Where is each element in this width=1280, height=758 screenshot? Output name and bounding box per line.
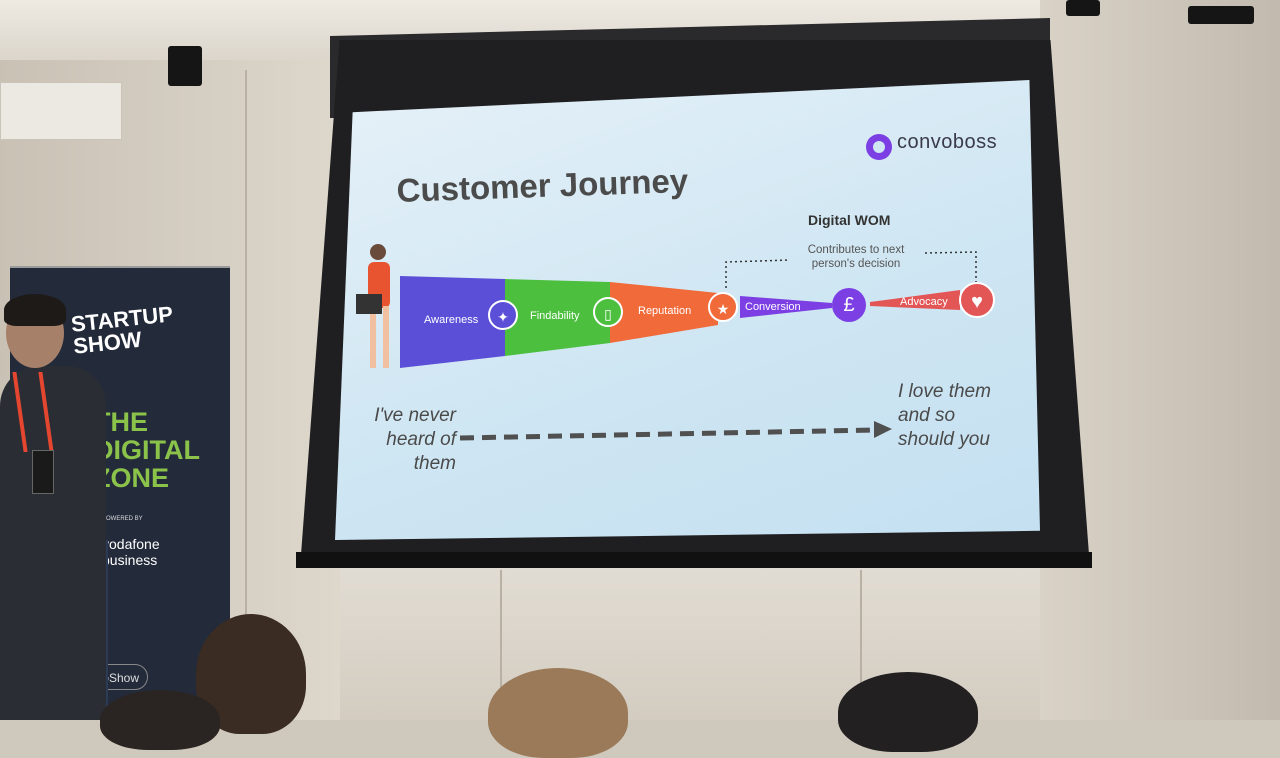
presenter-badge (32, 450, 54, 494)
banner-headline: THE DIGITAL ZONE (94, 408, 194, 492)
woman-figure-icon (356, 244, 390, 368)
stage-label-awareness: Awareness (424, 314, 478, 326)
banner-powered-by: POWERED BY (102, 516, 143, 522)
wom-dotted-left (726, 260, 790, 288)
click-star-icon: ★ (708, 292, 738, 322)
stage-label-conversion: Conversion (745, 301, 801, 313)
phone-search-icon: ▯ (593, 297, 623, 327)
stage-label-findability: Findability (530, 310, 580, 322)
pound-icon: £ (832, 288, 866, 322)
stage-label-advocacy: Advocacy (900, 296, 948, 308)
wom-dotted-right (925, 252, 976, 282)
journey-dashed-arrow-line (460, 430, 876, 438)
journey-end-text: I love them and so should you (898, 380, 1008, 452)
journey-arrow-head (874, 421, 892, 438)
stage-label-reputation: Reputation (638, 305, 691, 317)
lightbulb-icon: ✦ (488, 300, 518, 330)
audience-head (838, 672, 978, 752)
audience-head (100, 690, 220, 750)
banner-brand: vodafone business (102, 536, 182, 568)
presenter-hair (4, 294, 66, 326)
presenter-body (0, 366, 106, 720)
heart-icon: ♥ (959, 282, 995, 318)
conference-room-scene: convoboss Customer Journey Digital WOM C… (0, 0, 1280, 720)
journey-start-text: I've never heard of them (366, 404, 456, 476)
audience-head (488, 668, 628, 758)
